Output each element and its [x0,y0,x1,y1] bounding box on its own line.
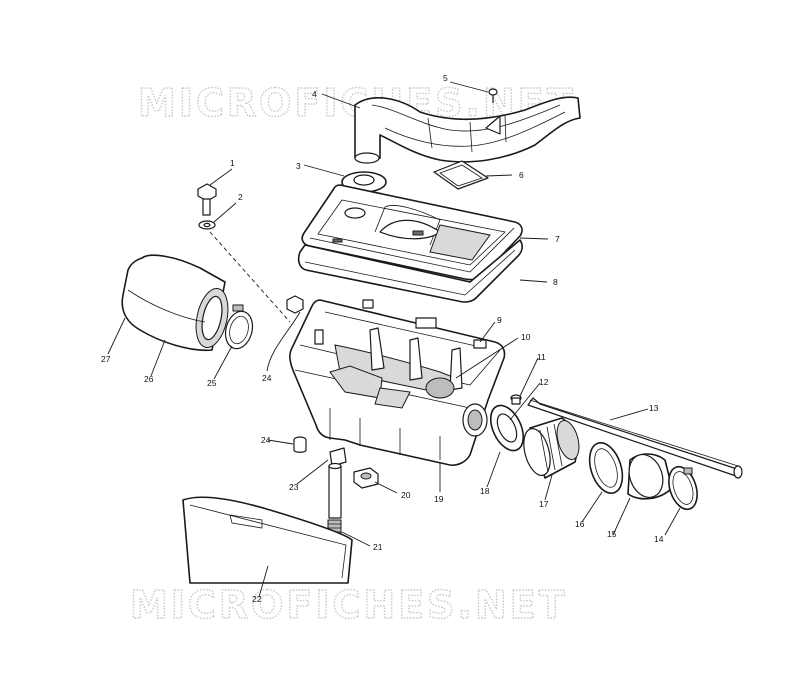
watermark-bottom: MICROFICHES.NET [130,583,568,627]
callout-22: 22 [252,594,262,604]
part-4-intake-snorkel [354,96,581,164]
part-20-plug [353,467,379,489]
part-17-intake-boot [523,417,580,479]
callout-13: 13 [649,403,659,413]
part-23-drain-tube [328,447,347,519]
callout-15: 15 [607,529,617,539]
part-2-washer [198,220,216,230]
callout-14: 14 [654,534,664,544]
part-13-intake-pipe [527,397,743,479]
part-22-access-panel [182,496,353,584]
callout-18: 18 [480,486,490,496]
callout-21: 21 [373,542,383,552]
callout-6: 6 [519,170,524,180]
callout-1: 1 [230,158,235,168]
part-14-clamp [668,465,698,511]
callout-8: 8 [553,277,558,287]
callout-11: 11 [537,352,546,362]
callout-2: 2 [238,192,243,202]
callout-labels: 1 2 3 4 5 6 7 8 9 10 11 12 13 14 15 16 1… [101,73,664,604]
callout-9: 9 [497,315,502,325]
callout-24-upper: 24 [262,373,272,383]
callout-20: 20 [401,490,411,500]
part-24-sleeve-upper [286,295,304,314]
callout-12: 12 [539,377,549,387]
part-19-airbox-housing [289,299,506,466]
part-25-clamp [224,304,254,350]
callout-16: 16 [575,519,585,529]
callout-19: 19 [434,494,444,504]
part-6-filter-pad [433,160,489,190]
callout-10: 10 [521,332,531,342]
part-5-screw [488,88,498,103]
callout-23: 23 [289,482,299,492]
callout-26: 26 [144,374,154,384]
part-15-boot [627,453,673,500]
part-11-fastener [510,394,522,405]
part-26-27-air-filter [121,254,229,352]
callout-7: 7 [555,234,560,244]
part-24-sleeve-lower [293,436,307,453]
part-8-gasket [297,239,523,303]
part-16-ring [588,442,624,494]
callout-17: 17 [539,499,549,509]
callout-25: 25 [207,378,217,388]
callout-4: 4 [312,89,317,99]
callout-24-lower: 24 [261,435,271,445]
part-18-gasket-ring [489,404,525,452]
leader-lines [107,81,681,598]
callout-27: 27 [101,354,111,364]
part-1-bolt [197,183,217,216]
callout-3: 3 [296,161,301,171]
callout-5: 5 [443,73,448,83]
